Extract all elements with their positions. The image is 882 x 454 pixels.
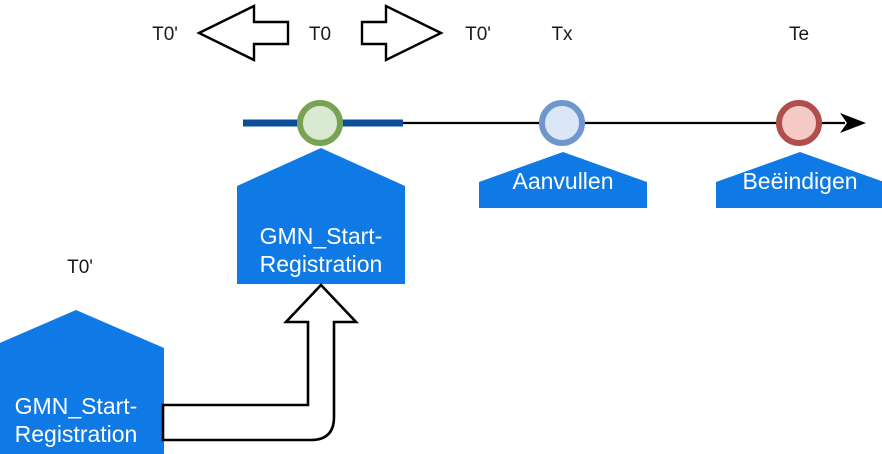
node-label-line-1: GMN_Start- — [15, 393, 138, 419]
node-shape-pentagon — [237, 148, 405, 284]
connector-resubmit-arrow — [161, 283, 360, 442]
node-gmn-start-registration-t0-prime[interactable]: GMN_Start- Registration — [0, 310, 164, 454]
node-label-line-1: Beëindigen — [742, 168, 857, 194]
node-beeindigen[interactable]: Beëindigen — [716, 152, 882, 208]
marker-t0-circle-icon[interactable] — [297, 100, 343, 146]
shift-right-arrow — [360, 4, 444, 62]
node-label-line-2: Registration — [260, 251, 383, 277]
timeline-label-t0-prime-left: T0' — [152, 24, 178, 45]
marker-tx-circle-icon[interactable] — [539, 100, 585, 146]
node-aanvullen[interactable]: Aanvullen — [479, 152, 647, 208]
node-label-line-2: Registration — [15, 421, 138, 447]
timeline-label-t0: T0 — [309, 24, 331, 45]
timeline-label-t0-prime-bottom: T0' — [67, 257, 93, 278]
node-label-line-1: GMN_Start- — [260, 223, 383, 249]
timeline-label-t0-prime-right: T0' — [465, 24, 491, 45]
node-label-line-1: Aanvullen — [512, 168, 613, 194]
node-shape-pentagon — [716, 152, 882, 208]
node-shape-pentagon — [0, 310, 164, 454]
shift-left-arrow — [196, 4, 290, 62]
timeline-label-te: Te — [789, 24, 809, 45]
timeline-label-tx: Tx — [551, 24, 573, 45]
node-shape-pentagon — [479, 152, 647, 208]
marker-te-circle-icon[interactable] — [776, 100, 822, 146]
timeline-arrowhead-icon — [840, 113, 866, 133]
node-gmn-start-registration-t0[interactable]: GMN_Start- Registration — [237, 148, 405, 284]
